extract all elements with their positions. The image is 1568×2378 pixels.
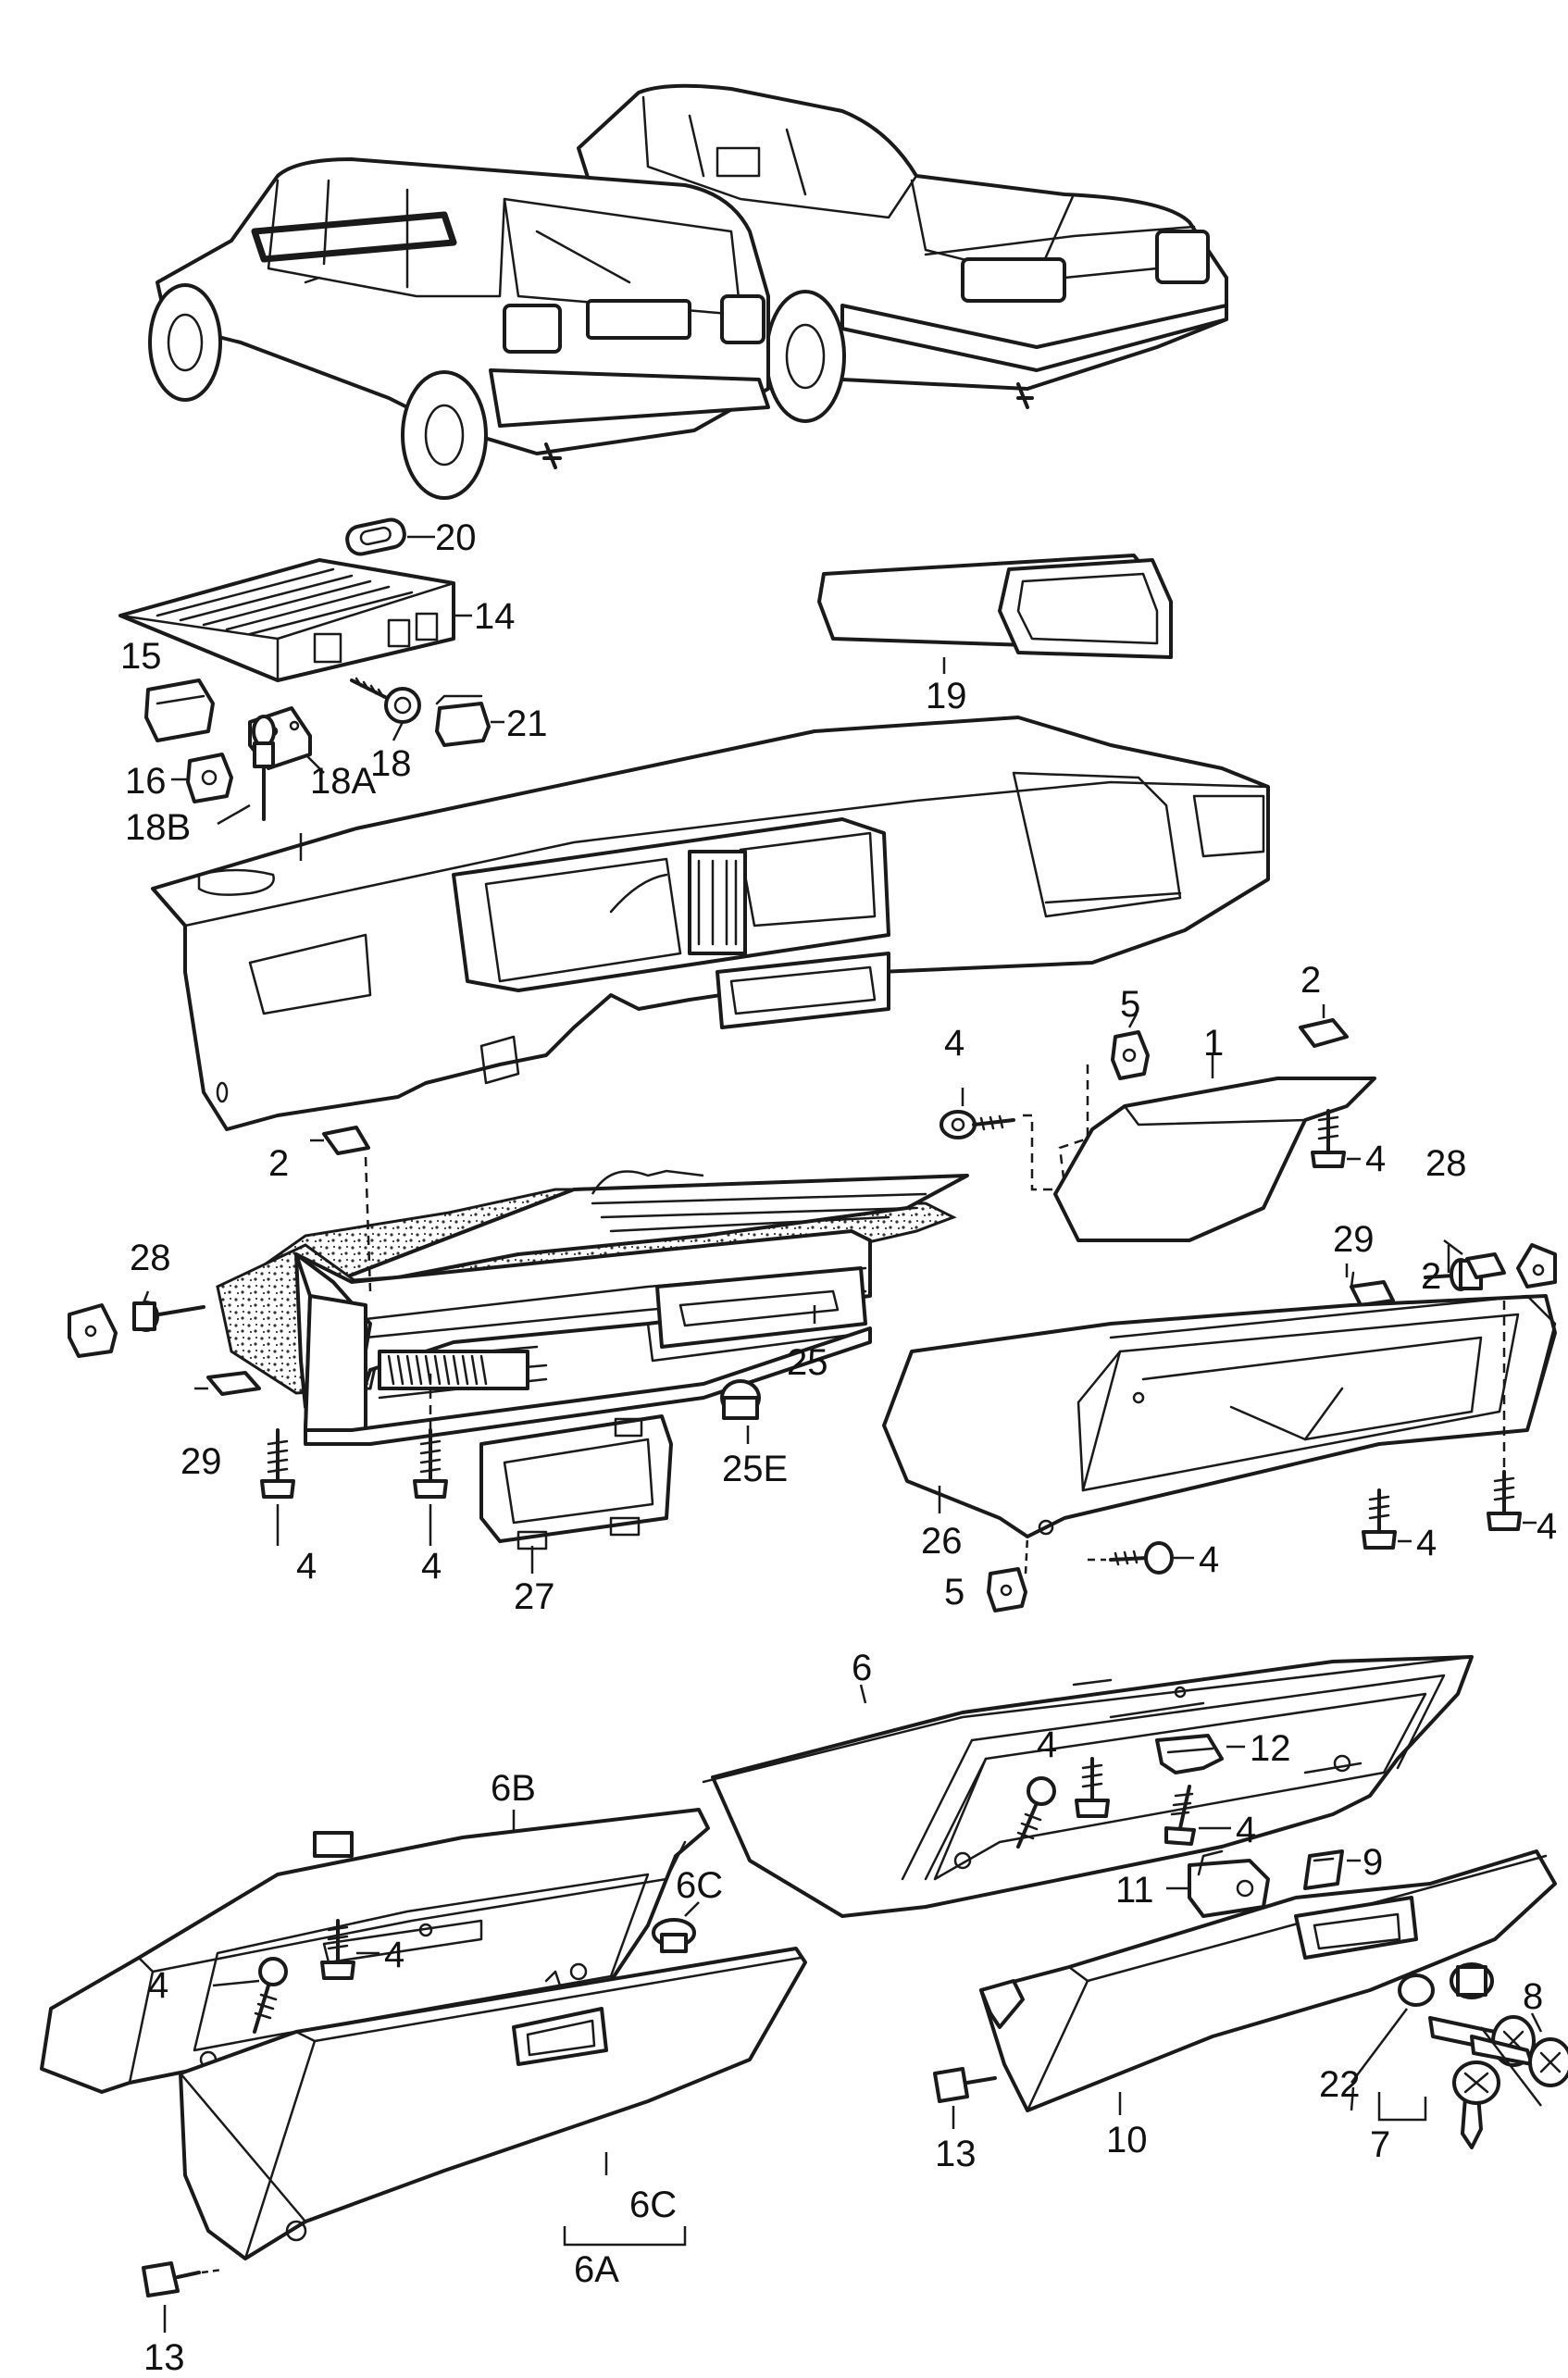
part-14-speaker-grille [118, 558, 472, 682]
part-6A-glove-box-lid [179, 1947, 807, 2260]
part-28-bolt-left [68, 1301, 205, 1358]
part-4-screw-b [1311, 1109, 1361, 1168]
callout-18A: 18A [310, 761, 376, 802]
callout-15: 15 [120, 636, 162, 677]
callout-4-j: 4 [384, 1935, 404, 1975]
part-25E-plug [720, 1379, 761, 1444]
part-5-clip-upper [1058, 1030, 1150, 1186]
callout-6: 6 [852, 1648, 872, 1688]
part-4-screw-h [1075, 1757, 1110, 1818]
callout-8: 8 [1523, 1976, 1543, 2017]
callout-6C-top: 6C [676, 1865, 723, 1906]
part-26-glove-box-housing [882, 1294, 1557, 1538]
callout-6A: 6A [574, 2249, 619, 2290]
callout-19: 19 [926, 676, 967, 716]
part-16-nut [171, 753, 233, 803]
part-4-screw-i [1164, 1785, 1231, 1846]
callout-25: 25 [787, 1342, 828, 1383]
part-4-screw-f [1487, 1301, 1537, 1531]
callout-28-right: 28 [1425, 1143, 1467, 1184]
callout-29-left: 29 [180, 1441, 222, 1482]
callout-4-c: 4 [296, 1546, 317, 1587]
part-13-stop-left [142, 2261, 223, 2333]
callout-22: 22 [1319, 2064, 1361, 2105]
car-hatchback-rear [148, 157, 770, 500]
callout-1: 1 [1203, 1023, 1224, 1064]
part-18B-rivet [217, 715, 276, 826]
part-22-lock-barrel [1350, 1962, 1494, 2084]
part-18-screw [350, 677, 421, 741]
callout-4-b: 4 [1365, 1139, 1386, 1179]
callout-18B: 18B [125, 807, 191, 848]
callout-4-i: 4 [1236, 1810, 1256, 1850]
callout-20: 20 [435, 517, 477, 558]
part-7-keys [1377, 2015, 1536, 2149]
callout-2-right: 2 [1421, 1256, 1441, 1297]
callout-4-a: 4 [944, 1023, 964, 1064]
part-11-lock-cylinder-housing [1166, 1849, 1270, 1918]
part-6C-plug [652, 1901, 700, 1953]
callout-13-left: 13 [143, 2337, 185, 2378]
callout-18: 18 [370, 743, 412, 784]
callout-4-k: 4 [148, 1965, 168, 2006]
callout-11: 11 [1115, 1870, 1154, 1911]
callout-2-upper: 2 [1300, 960, 1321, 1001]
part-2-nut-right [1465, 1252, 1506, 1279]
part-2-nut-left [310, 1126, 372, 1292]
callout-12: 12 [1250, 1728, 1291, 1769]
callout-10: 10 [1106, 2120, 1148, 2160]
part-5-clip-lower [987, 1536, 1029, 1612]
part-4-screw-e [1362, 1488, 1412, 1550]
callout-4-h: 4 [1037, 1724, 1057, 1765]
callout-26: 26 [921, 1521, 963, 1562]
callout-29-right: 29 [1333, 1219, 1375, 1260]
callout-16: 16 [125, 761, 167, 802]
part-15-clip [144, 679, 215, 742]
dashboard-main [151, 716, 1270, 1131]
part-4-screw-g [1088, 1541, 1194, 1575]
callout-5-lower: 5 [944, 1572, 964, 1612]
part-10-glove-box-lid [979, 1849, 1557, 2115]
part-1-bracket [1053, 1055, 1376, 1242]
part-29-clip-left [194, 1371, 261, 1396]
callout-4-d: 4 [421, 1546, 442, 1587]
callout-6B: 6B [491, 1768, 536, 1809]
callout-leaders [142, 1013, 1542, 2111]
callout-6C-bottom: 6C [629, 2185, 677, 2225]
part-12-latch-bracket [1155, 1734, 1245, 1774]
part-4-screw-a [940, 1110, 1055, 1191]
part-4-screw-d [413, 1370, 448, 1546]
callout-9: 9 [1363, 1842, 1383, 1883]
part-27-vent-frame [479, 1414, 673, 1574]
part-4-screw-c [260, 1428, 295, 1546]
part-21-cap [435, 694, 504, 747]
part-4-screw-l [212, 1957, 288, 2034]
callout-14: 14 [474, 596, 516, 637]
bracket-6A-6C [563, 2226, 687, 2247]
part-20-grommet [345, 517, 435, 556]
callout-5-upper: 5 [1120, 984, 1140, 1025]
part-25-console [216, 1169, 969, 1446]
callout-25E: 25E [722, 1449, 788, 1489]
callout-7: 7 [1370, 2124, 1390, 2165]
part-2-nut-upper [1299, 1004, 1349, 1048]
callout-27: 27 [514, 1576, 555, 1617]
part-8-key [1470, 2012, 1568, 2087]
callout-4-f: 4 [1537, 1506, 1557, 1547]
callout-21: 21 [506, 703, 548, 744]
callout-4-g: 4 [1199, 1539, 1219, 1580]
callout-4-e: 4 [1416, 1523, 1437, 1563]
part-29-clip-right [1350, 1271, 1395, 1307]
callout-labels: 20 14 15 18 21 16 18A 18B 19 5 2 4 1 4 2… [120, 517, 1557, 2378]
part-4-screw-k [320, 1919, 380, 1980]
part-13-stop-right [933, 2067, 997, 2129]
callout-28-left: 28 [130, 1238, 171, 1278]
callout-13-right: 13 [935, 2134, 977, 2174]
callout-2-left: 2 [268, 1143, 289, 1184]
part-19-glove-box-insert [817, 554, 1173, 674]
part-4-screw-j [1016, 1776, 1056, 1849]
part-9-latch-plate [1303, 1849, 1361, 1890]
